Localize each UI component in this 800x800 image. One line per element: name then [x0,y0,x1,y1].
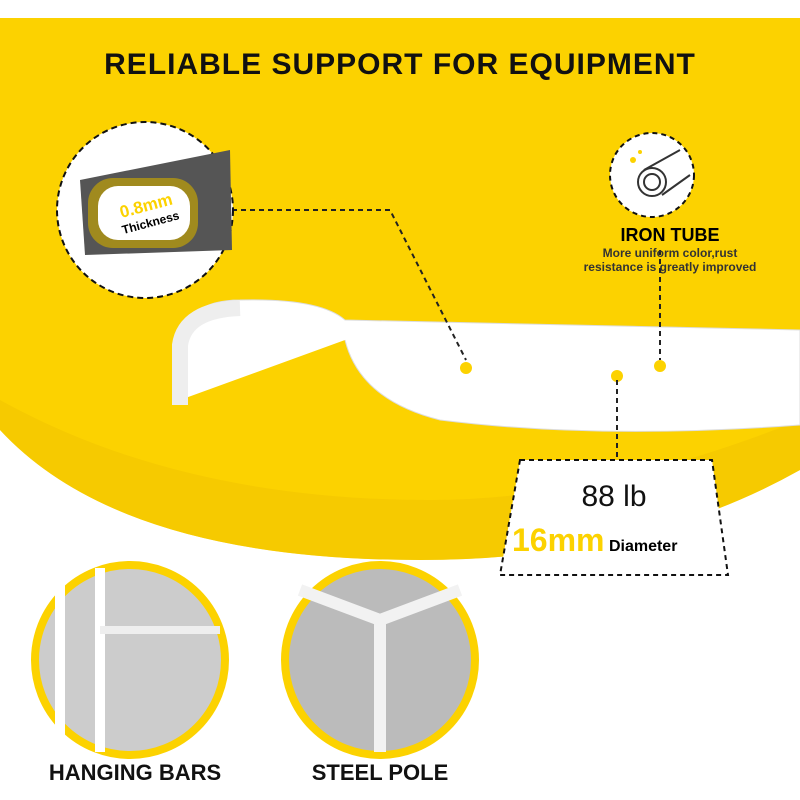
feature-label-hanging-bars: HANGING BARS [48,760,222,785]
iron-tube-desc-2: resistance is greatly improved [583,260,757,274]
iron-tube-desc-1: More uniform color,rust [602,246,738,260]
diameter-value: 16mm [512,522,605,558]
hanging-bars-photo [31,561,229,759]
iron-tube-title: IRON TUBE [620,225,720,245]
spec-box [498,459,730,576]
iron-tube-info: IRON TUBE More uniform color,rust resist… [560,225,780,274]
page-title: RELIABLE SUPPORT FOR EQUIPMENT [104,48,696,81]
pole-illustration [172,299,800,432]
diameter-label: Diameter [608,538,678,555]
feature-label-steel-pole: STEEL POLE [311,760,449,785]
load-capacity: 88 lb [581,480,647,513]
